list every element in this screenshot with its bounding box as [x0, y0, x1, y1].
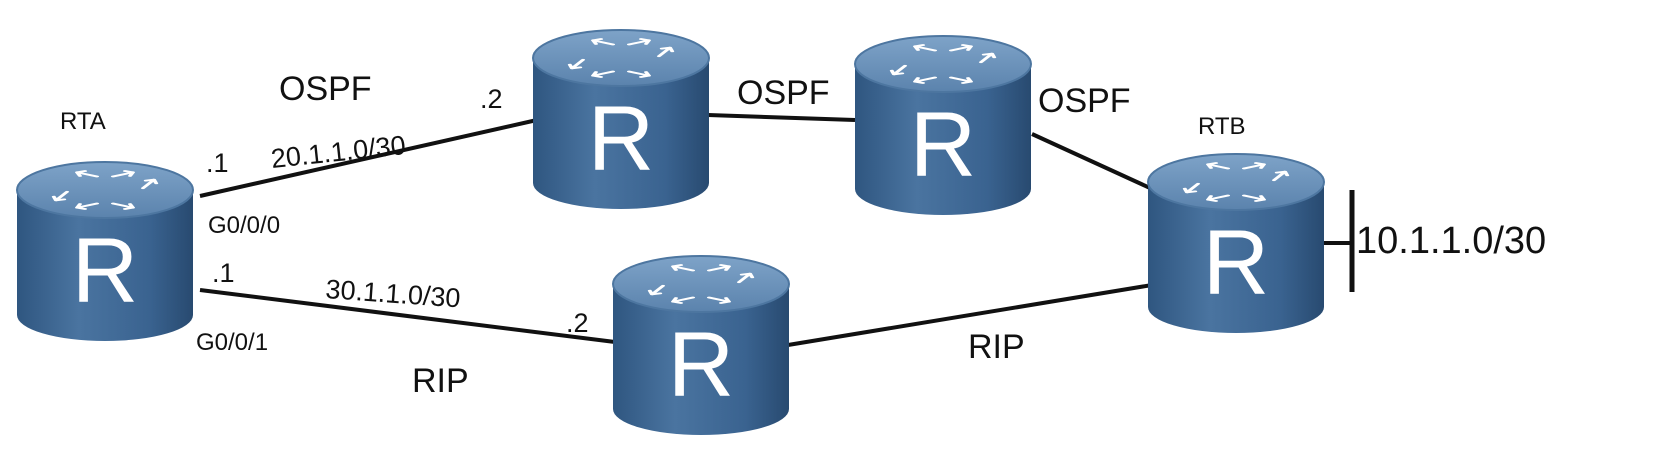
link-rip-router-to-rtb	[787, 283, 1153, 347]
router-ospf-2: R	[855, 36, 1031, 215]
rtb-name-label: RTB	[1198, 113, 1246, 140]
link-rta-to-rip-router	[199, 288, 616, 344]
rta-g000-interface-label: G0/0/0	[208, 212, 280, 239]
router-letter: R	[668, 314, 734, 416]
link-rta-to-ospf-router-1	[199, 118, 538, 198]
router-rta: R	[17, 162, 193, 341]
rtb-lan-subnet-label: 10.1.1.0/30	[1356, 220, 1546, 262]
protocol-ospf-label: OSPF	[279, 70, 372, 108]
router-ospf-1: R	[533, 30, 709, 209]
protocol-ospf-label: OSPF	[737, 74, 830, 112]
link-ospf-router-1-to-ospf-router-2	[707, 113, 856, 122]
router-letter: R	[588, 88, 654, 190]
rta-ospf-host-address: .1	[206, 148, 229, 178]
router-rtb: R	[1148, 154, 1324, 333]
link-ospf-router-2-to-rtb	[1031, 132, 1151, 190]
router-letter: R	[72, 220, 138, 322]
ospf-peer-host-address: .2	[480, 84, 503, 114]
router-letter: R	[1203, 212, 1269, 314]
protocol-ospf-label: OSPF	[1038, 82, 1131, 120]
rta-rip-host-address: .1	[212, 258, 235, 288]
rta-g001-interface-label: G0/0/1	[196, 329, 268, 356]
router-letter: R	[910, 94, 976, 196]
protocol-rip-label: RIP	[412, 362, 469, 400]
rip-peer-host-address: .2	[566, 308, 589, 338]
ospf-subnet-label: 20.1.1.0/30	[269, 130, 407, 174]
rta-name-label: RTA	[60, 108, 106, 135]
router-rip: R	[613, 256, 789, 435]
protocol-rip-label: RIP	[968, 328, 1025, 366]
